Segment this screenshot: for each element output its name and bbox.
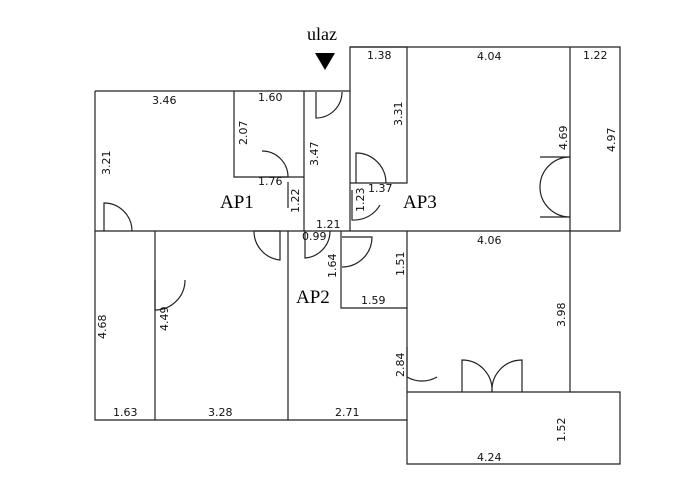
dim-label: 3.31 [392,102,405,127]
entrance-arrow-icon [315,53,335,70]
dim-label: 4.97 [605,128,618,153]
label-ap3: AP3 [403,192,437,213]
dim-label: 4.69 [557,126,570,151]
dim-label: 1.63 [113,406,138,419]
dim-label: 3.46 [152,94,177,107]
door-arc-icon [341,236,373,268]
ap3-bath-wall [350,46,408,184]
dim-label: 1.76 [258,175,283,188]
dim-label: 4.06 [477,234,502,247]
dim-label: 1.60 [258,91,283,104]
dim-label: 3.28 [208,406,233,419]
dim-label: 0.99 [302,230,327,243]
door-arc-icon [103,202,133,232]
door-arc-icon [261,150,289,178]
outer-wall [94,46,621,465]
door-arc-icon [154,279,186,311]
dim-label: 1.52 [555,418,568,443]
door-arc-icon [406,347,438,382]
door-arc-icon [315,91,343,119]
door-arc-icon [539,156,571,218]
door-arc-icon [461,359,523,393]
dim-label: 1.23 [354,188,367,213]
dim-label: 4.49 [158,307,171,332]
dim-label: 1.51 [394,252,407,277]
door-arc-icon [304,230,331,259]
doors [103,91,571,393]
dim-label: 1.59 [361,294,386,307]
dim-label: 4.04 [477,50,502,63]
dim-label: 4.24 [477,451,502,464]
dim-label: 1.38 [367,49,392,62]
walls [94,46,621,465]
dim-label: 1.22 [289,189,302,214]
dim-label: 3.47 [308,142,321,167]
dim-label: 1.21 [316,218,341,231]
dim-label: 1.64 [326,254,339,279]
dim-label: 3.98 [555,303,568,328]
ap2-bath-wall [340,231,408,309]
dim-label: 2.07 [237,121,250,146]
dim-label: 1.37 [368,182,393,195]
label-ap2: AP2 [296,287,330,308]
dim-label: 3.21 [100,151,113,176]
dimension-labels: 3.46 3.21 1.60 2.07 1.76 1.22 3.47 1.21 … [96,49,618,464]
door-arc-icon [253,230,281,261]
dim-label: 1.22 [583,49,608,62]
entrance-label: ulaz [307,24,337,44]
dim-label: 4.68 [96,315,109,340]
label-ap1: AP1 [220,192,254,213]
door-arc-icon [355,152,387,184]
dim-label: 2.71 [335,406,360,419]
dim-label: 2.84 [394,353,407,378]
door-arc-icon [351,190,381,221]
